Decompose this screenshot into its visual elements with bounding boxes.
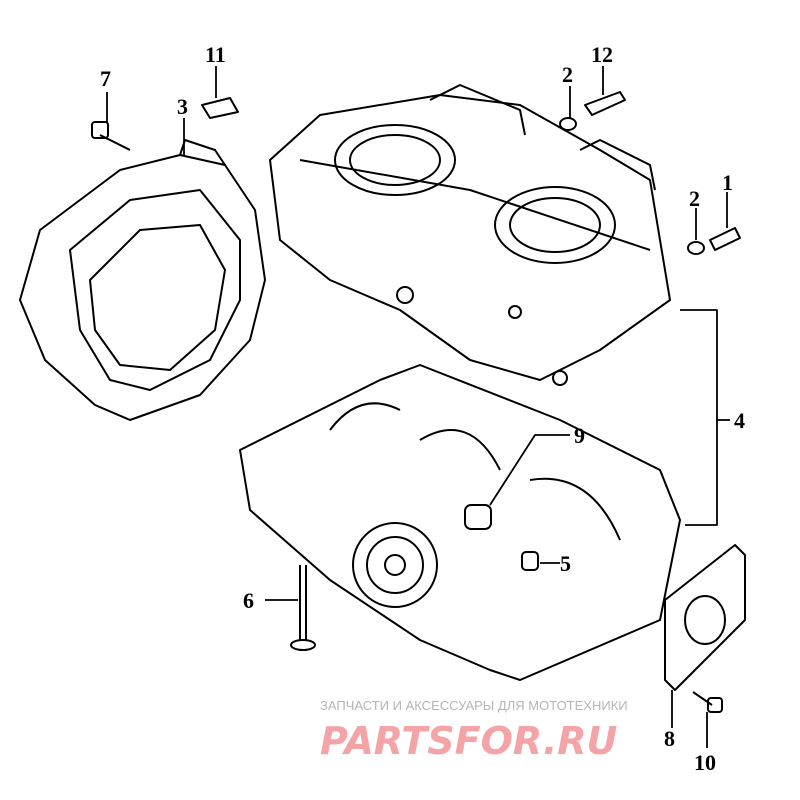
bolt-1 — [709, 227, 741, 251]
callout-9: 9 — [574, 423, 585, 448]
cover-plate — [664, 544, 746, 691]
callout-5: 5 — [560, 551, 571, 576]
callout-4: 4 — [734, 408, 745, 433]
callout-7: 7 — [100, 66, 111, 91]
bolt-6 — [290, 565, 316, 651]
callout-10: 10 — [694, 750, 716, 775]
leader-lines — [106, 66, 730, 748]
flywheel-housing — [19, 139, 266, 421]
callout-2: 2 — [562, 62, 573, 87]
callout-6: 6 — [243, 588, 254, 613]
watermark-tagline: ЗАПЧАСТИ И АКСЕССУАРЫ ДЛЯ МОТОТЕХНИКИ — [320, 698, 628, 713]
callout-1: 1 — [722, 170, 733, 195]
callout-11: 11 — [205, 42, 226, 67]
washer-2b — [687, 241, 705, 255]
watermark-brand: PARTSFOR.RU — [320, 719, 618, 763]
washer-2a — [559, 117, 577, 131]
fitting-12 — [584, 91, 626, 116]
callout-8: 8 — [664, 726, 675, 751]
callout-12: 12 — [591, 42, 613, 67]
bolt-10 — [692, 691, 723, 713]
lower-crankcase — [239, 364, 681, 681]
clip-11 — [201, 97, 239, 119]
upper-crankcase — [269, 84, 671, 386]
callout-2: 2 — [689, 186, 700, 211]
bolt-7 — [91, 121, 131, 151]
callout-3: 3 — [177, 94, 188, 119]
